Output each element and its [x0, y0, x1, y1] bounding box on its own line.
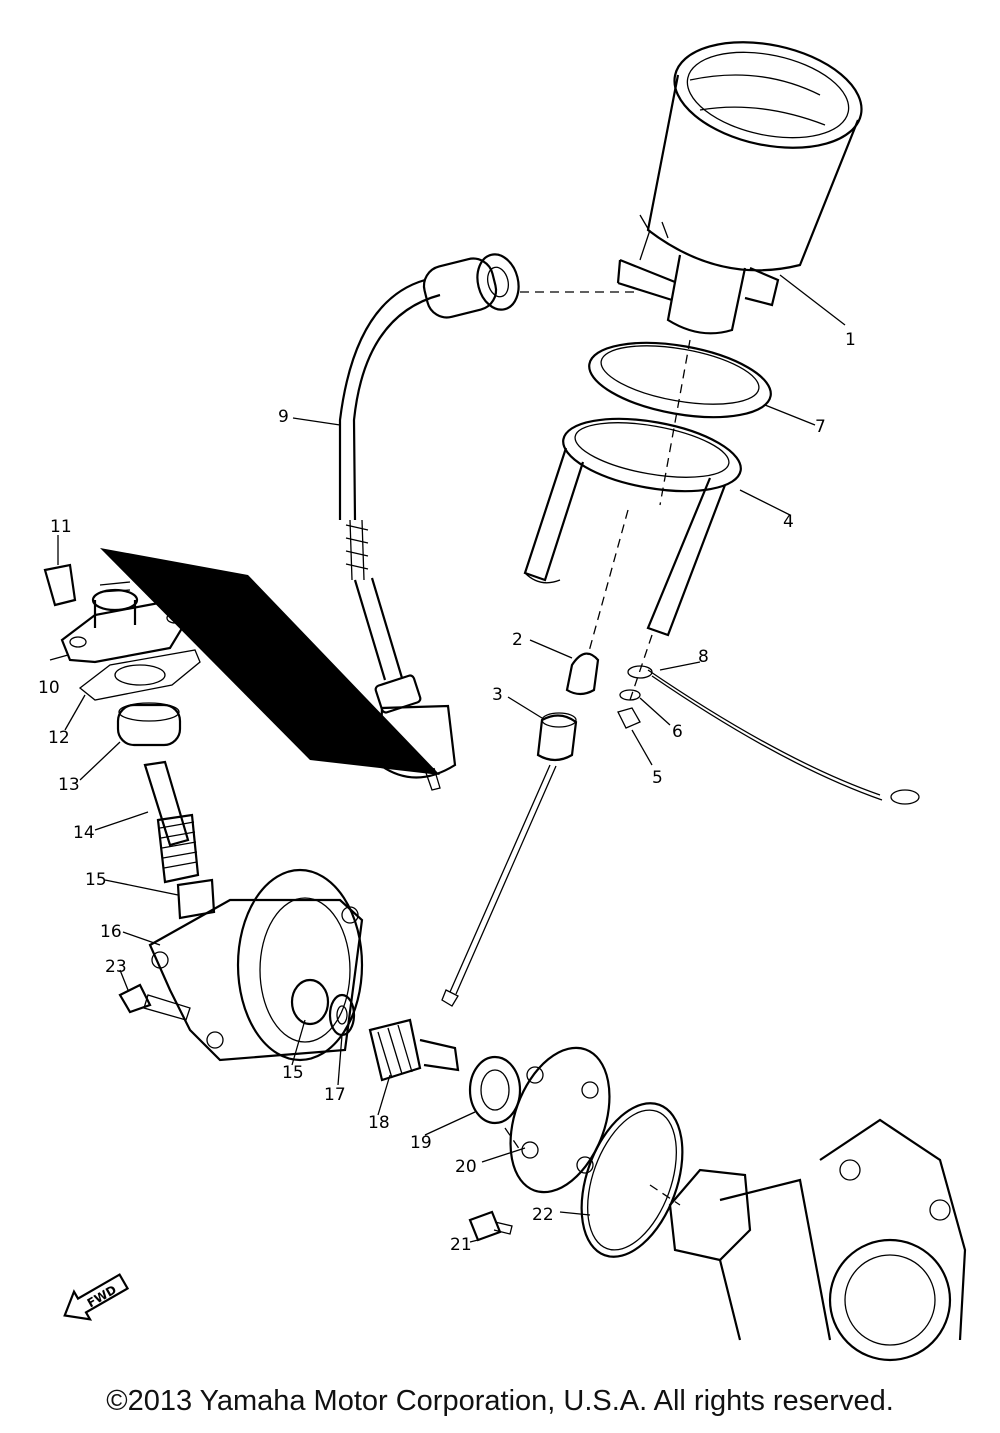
drive-gear-shaft	[116, 702, 216, 920]
callout-labels: 1 7 4 9 2 3 8 6 5 11 10 12 13 14 15 16 2…	[38, 330, 856, 1255]
speedometer-cable	[338, 253, 520, 791]
copyright-notice: ©2013 Yamaha Motor Corporation, U.S.A. A…	[106, 1385, 894, 1417]
callout-10: 10	[38, 678, 60, 698]
drive-gear-18	[368, 1018, 460, 1082]
callout-21: 21	[450, 1235, 472, 1255]
callout-1: 1	[845, 330, 856, 350]
plate-20	[509, 1046, 611, 1194]
leader-lines	[49, 274, 846, 1243]
assembly-guide-lines	[100, 291, 691, 1206]
callout-7: 7	[815, 417, 826, 437]
wheel-hub	[668, 1118, 967, 1362]
callout-15a: 15	[85, 870, 107, 890]
callout-12: 12	[48, 728, 70, 748]
callout-22: 22	[532, 1205, 554, 1225]
callout-18: 18	[368, 1113, 390, 1133]
collar-19	[468, 1055, 522, 1125]
gear-housing	[148, 868, 364, 1062]
callout-3: 3	[492, 685, 503, 705]
lead-wire-assembly	[617, 665, 920, 805]
callout-16: 16	[100, 922, 122, 942]
meter-bracket	[523, 417, 742, 637]
parts-diagram: 1 7 4 9 2 3 8 6 5 11 10 12 13 14 15 16 2…	[38, 41, 967, 1362]
callout-23: 23	[105, 957, 127, 977]
callout-14: 14	[73, 823, 95, 843]
rubber-ring	[588, 341, 772, 419]
callout-13: 13	[58, 775, 80, 795]
callout-8: 8	[698, 647, 709, 667]
speedometer-meter	[616, 41, 863, 335]
callout-11: 11	[50, 517, 72, 537]
callout-4: 4	[783, 512, 794, 532]
callout-2: 2	[512, 630, 523, 650]
o-ring-22	[580, 1102, 684, 1258]
screw-21	[468, 1210, 513, 1242]
fwd-arrow-icon: FWD	[63, 1273, 130, 1321]
callout-20: 20	[455, 1157, 477, 1177]
callout-5: 5	[652, 768, 663, 788]
callout-19: 19	[410, 1133, 432, 1153]
grommet-and-damper	[441, 652, 600, 1007]
bolt-23	[118, 983, 191, 1021]
callout-15b: 15	[282, 1063, 304, 1083]
callout-17: 17	[324, 1085, 346, 1105]
drive-fitting	[43, 563, 201, 701]
callout-9: 9	[278, 407, 289, 427]
callout-6: 6	[672, 722, 683, 742]
